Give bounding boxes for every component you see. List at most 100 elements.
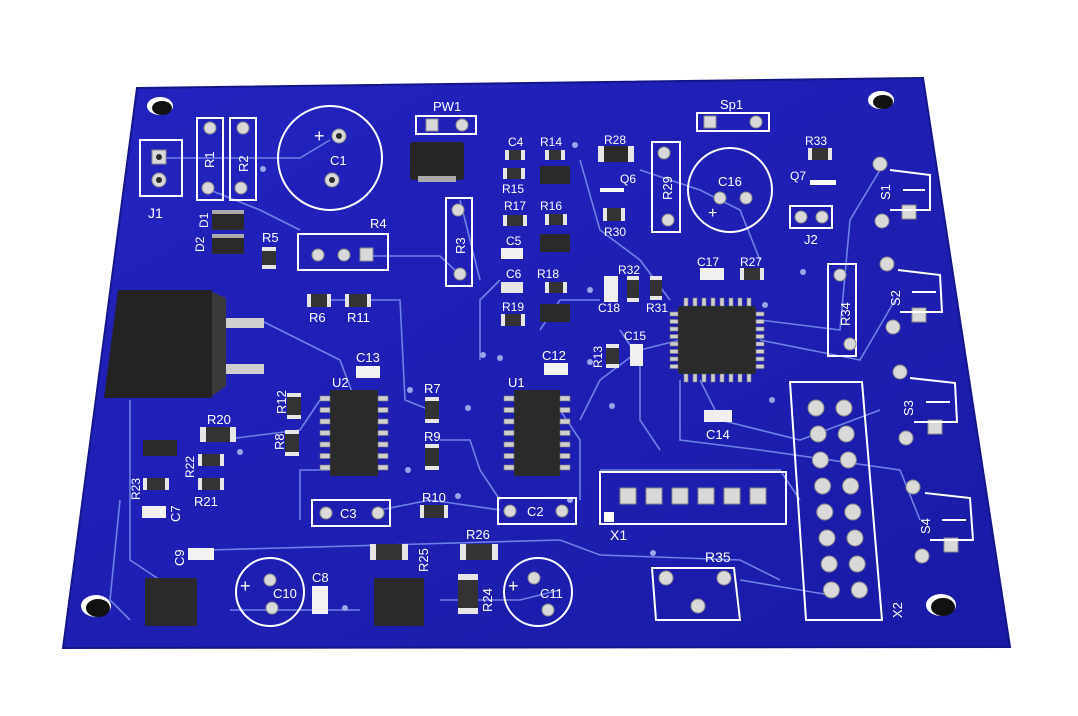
- label-c16: C16: [718, 174, 742, 189]
- pin: [723, 487, 741, 505]
- header-pin: [835, 399, 853, 417]
- label-c2: C2: [527, 504, 544, 519]
- label-r13: R13: [591, 346, 605, 368]
- pin: [377, 453, 389, 459]
- pin: [319, 418, 331, 425]
- label-r25: R25: [416, 548, 431, 572]
- header-pin: [844, 503, 862, 521]
- label-s1: S1: [878, 184, 893, 200]
- label-r12: R12: [274, 390, 289, 414]
- switch-s2: S2: [879, 256, 944, 335]
- label-r28: R28: [604, 133, 626, 147]
- header-pin: [811, 451, 829, 469]
- pin: [710, 373, 716, 383]
- label-r23: R23: [129, 478, 143, 500]
- header-pin: [818, 529, 836, 547]
- label-r34: R34: [838, 302, 853, 326]
- label-c8: C8: [312, 570, 329, 585]
- label-c14: C14: [706, 427, 730, 442]
- pin: [503, 453, 515, 459]
- pin: [319, 395, 331, 402]
- pin: [692, 373, 698, 383]
- pin: [671, 487, 689, 505]
- label-r29: R29: [660, 176, 675, 200]
- connector-j1: J1: [139, 139, 183, 221]
- label-c18: C18: [598, 301, 620, 315]
- label-r1: R1: [202, 151, 217, 168]
- label-r4: R4: [370, 216, 387, 231]
- label-r20: R20: [207, 412, 231, 427]
- pin: [755, 364, 765, 369]
- pin: [319, 407, 331, 413]
- pin: [755, 326, 765, 332]
- switch-s3: S3: [892, 364, 959, 446]
- pin: [319, 430, 331, 436]
- pin: [669, 356, 679, 362]
- label-r35: R35: [705, 549, 731, 565]
- label-c7: C7: [168, 505, 183, 522]
- header-pin: [848, 555, 866, 573]
- label-c6: C6: [506, 267, 522, 281]
- label-sp1: Sp1: [720, 97, 743, 112]
- pin: [669, 341, 679, 347]
- pin: [503, 430, 515, 436]
- pin: [559, 407, 571, 413]
- pin: [669, 319, 679, 324]
- header-pin: [846, 529, 864, 547]
- label-r31: R31: [646, 301, 668, 315]
- ic-u1: U1: [503, 375, 571, 476]
- vias: [237, 142, 806, 611]
- smd-cluster-top: C4 R14 R15 R28 Q6 R30 R17 R16 C5 C6 R18 …: [501, 133, 636, 326]
- pin: [728, 373, 734, 383]
- c16-plus: +: [708, 205, 717, 222]
- label-r32: R32: [618, 263, 640, 277]
- label-x2: X2: [890, 602, 905, 618]
- pin: [503, 441, 515, 448]
- label-c13: C13: [356, 350, 380, 365]
- label-u1: U1: [508, 375, 525, 390]
- label-s4: S4: [918, 518, 933, 534]
- ic-u2: U2: [319, 375, 389, 476]
- pin: [683, 297, 689, 307]
- pin: [755, 311, 765, 317]
- label-r18: R18: [537, 267, 559, 281]
- pin: [737, 373, 743, 383]
- pin: [669, 349, 679, 354]
- pin: [755, 349, 765, 354]
- pin: [701, 297, 707, 307]
- caps-c13-c12: C13 C12: [356, 348, 568, 378]
- pin: [719, 297, 725, 307]
- voltage-regulator: [104, 290, 264, 398]
- label-r21: R21: [194, 494, 218, 509]
- label-r30: R30: [604, 225, 626, 239]
- label-c3: C3: [340, 506, 357, 521]
- label-r22: R22: [183, 456, 197, 478]
- resistor-r4: R4: [297, 216, 389, 271]
- header-pin: [837, 425, 855, 443]
- label-d2: D2: [193, 236, 207, 252]
- pin: [746, 373, 752, 383]
- microcontroller: [669, 297, 765, 383]
- capacitor-c16: C16 +: [687, 147, 773, 233]
- label-c1: C1: [330, 153, 347, 168]
- pin: [669, 334, 679, 339]
- header-pin: [807, 399, 825, 417]
- label-r3: R3: [453, 237, 468, 254]
- resistor-r1: R1: [196, 117, 224, 201]
- pin: [755, 341, 765, 347]
- pin: [728, 297, 734, 307]
- label-r17: R17: [504, 199, 526, 213]
- caps-c3-c2: C3 C2: [311, 497, 577, 527]
- pin: [503, 418, 515, 425]
- pin: [755, 356, 765, 362]
- pin: [319, 453, 331, 459]
- pin: [669, 311, 679, 317]
- pin: [377, 441, 389, 448]
- c1-plus: +: [314, 126, 325, 146]
- pin: [669, 326, 679, 332]
- header-pin: [820, 555, 838, 573]
- label-c17: C17: [697, 255, 719, 269]
- pin: [559, 453, 571, 459]
- pin: [737, 297, 743, 307]
- jumper-pw1: PW1: [410, 99, 477, 182]
